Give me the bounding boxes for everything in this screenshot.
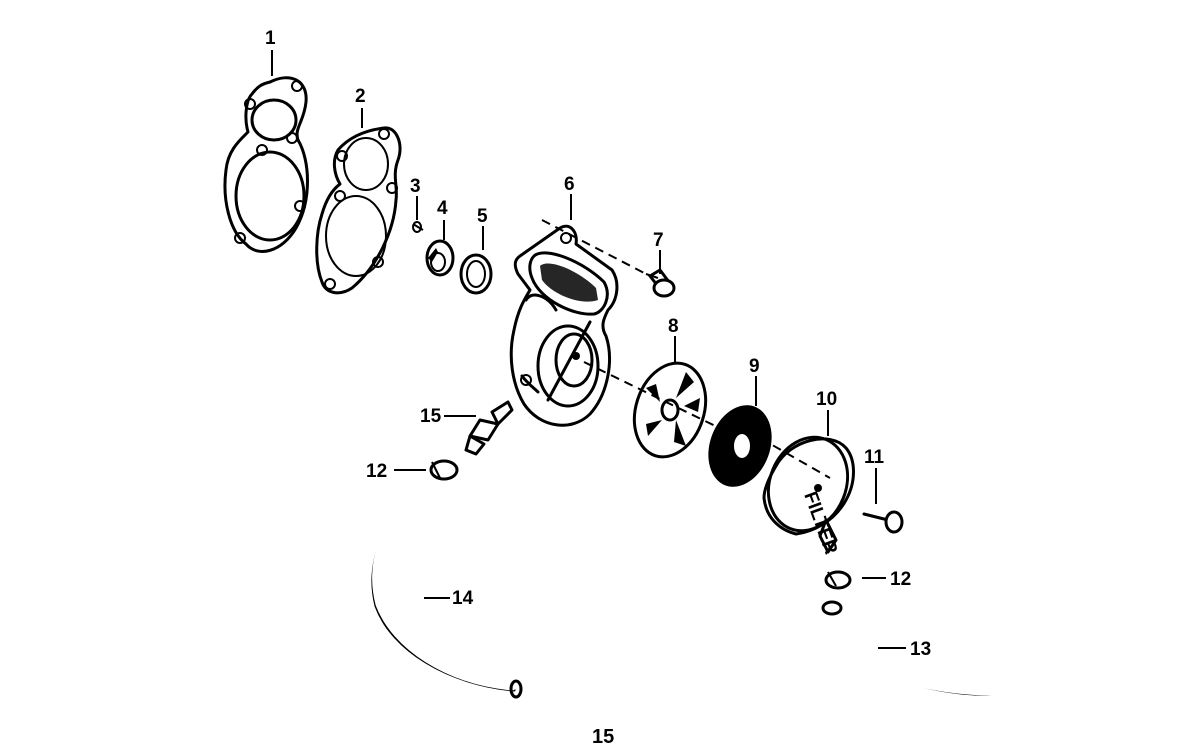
callout-8: 8	[668, 316, 679, 337]
part-8-screen-plate	[632, 361, 708, 459]
callout-12-left: 12	[366, 461, 387, 482]
assembly-line-upper	[541, 219, 651, 277]
callout-2: 2	[355, 86, 366, 107]
filter-cover-text: FILTER	[799, 489, 841, 558]
part-13-hose	[821, 600, 1003, 696]
callout-14: 14	[452, 588, 474, 609]
assembly-line-right	[759, 437, 831, 479]
callout-13: 13	[910, 639, 931, 660]
leader-lines	[271, 50, 906, 649]
part-7-bolt	[645, 268, 676, 298]
callout-3: 3	[410, 176, 421, 197]
callout-11: 11	[864, 447, 885, 468]
part-5-ring-gasket	[459, 253, 493, 295]
part-4-valve	[425, 239, 455, 277]
part-2-diaphragm	[315, 126, 402, 295]
callout-6: 6	[564, 174, 575, 195]
part-12-clip-right	[824, 570, 852, 590]
part-11-screw	[862, 510, 904, 534]
part-1-gasket	[223, 76, 309, 253]
figure-number: 15	[592, 726, 614, 748]
callout-5: 5	[477, 206, 488, 227]
callout-1: 1	[265, 28, 276, 49]
callout-15: 15	[420, 406, 442, 427]
callout-7: 7	[653, 230, 664, 251]
part-9-gasket-ring	[708, 405, 772, 487]
part-6-pump-body	[509, 224, 619, 427]
callout-10: 10	[816, 389, 837, 410]
callout-9: 9	[749, 356, 760, 377]
callout-4: 4	[437, 198, 448, 219]
part-3-screw	[412, 221, 424, 233]
part-14-hose	[371, 505, 523, 699]
part-15-fitting	[464, 400, 514, 456]
callout-12-right: 12	[890, 569, 911, 590]
part-12-clip-left	[429, 459, 459, 481]
